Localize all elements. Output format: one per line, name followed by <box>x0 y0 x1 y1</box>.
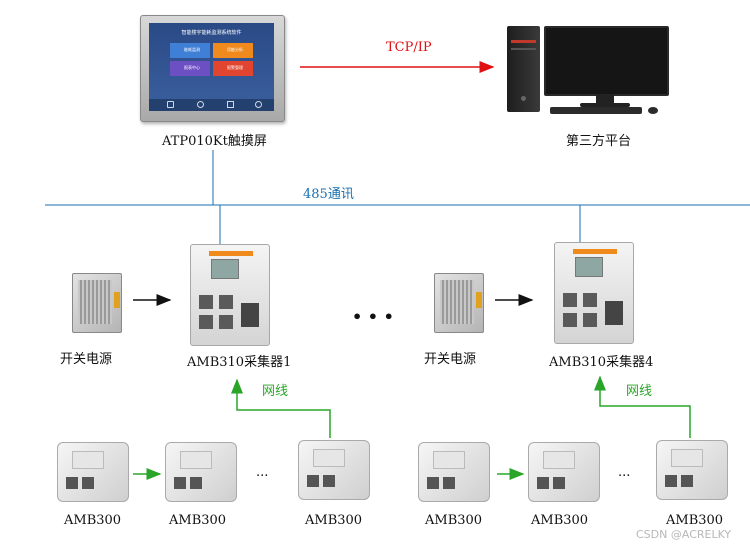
amb300-label: AMB300 <box>531 513 589 528</box>
bus-label: 485通讯 <box>303 187 354 202</box>
amb300-device <box>57 442 129 502</box>
platform-label: 第三方平台 <box>566 134 632 149</box>
touchscreen-bottom-bar <box>149 99 274 111</box>
device-ellipsis-right: ... <box>618 465 631 480</box>
net-line-right <box>594 375 691 438</box>
collector-device-1 <box>190 244 270 346</box>
pc-tower <box>507 26 540 112</box>
tcp-ip-label: TCP/IP <box>386 40 432 55</box>
watermark: CSDN @ACRELKY <box>636 528 732 541</box>
net-line-left <box>231 378 331 438</box>
power-supply-icon-left <box>72 273 122 333</box>
amb300-label: AMB300 <box>169 513 227 528</box>
amb300-label: AMB300 <box>305 513 363 528</box>
amb300-label: AMB300 <box>666 513 724 528</box>
amb300-device <box>656 440 728 500</box>
collector-label-4: AMB310采集器4 <box>549 355 654 370</box>
power-supply-icon-right <box>434 273 484 333</box>
net-label-right: 网线 <box>626 384 653 399</box>
touchscreen-device: 智能楼宇能耗监测系统软件 能耗监测 用能分析 报表中心 报警管理 <box>140 15 285 122</box>
menu-tile-report: 报表中心 <box>170 61 210 76</box>
amb300-label: AMB300 <box>64 513 122 528</box>
touchscreen-display: 智能楼宇能耗监测系统软件 能耗监测 用能分析 报表中心 报警管理 <box>149 23 274 111</box>
touchscreen-label: ATP010Kt触摸屏 <box>162 134 267 149</box>
menu-tile-monitor: 能耗监测 <box>170 43 210 58</box>
amb300-device <box>165 442 237 502</box>
power-supply-label-right: 开关电源 <box>424 352 477 367</box>
touchscreen-title: 智能楼宇能耗监测系统软件 <box>181 30 242 36</box>
amb300-device <box>528 442 600 502</box>
pc-mouse <box>648 107 658 114</box>
pc-monitor-stand <box>596 94 614 104</box>
pc-monitor-base <box>580 103 630 107</box>
center-ellipsis: • • • <box>352 307 394 326</box>
pc-keyboard <box>550 107 642 114</box>
collector-label-1: AMB310采集器1 <box>187 355 292 370</box>
power-supply-label-left: 开关电源 <box>60 352 113 367</box>
menu-tile-alarm: 报警管理 <box>213 61 253 76</box>
amb300-device <box>418 442 490 502</box>
pc-monitor <box>544 26 669 96</box>
amb300-device <box>298 440 370 500</box>
collector-device-4 <box>554 242 634 344</box>
amb300-label: AMB300 <box>425 513 483 528</box>
menu-tile-analysis: 用能分析 <box>213 43 253 58</box>
device-ellipsis-left: ... <box>256 465 269 480</box>
net-label-left: 网线 <box>262 384 289 399</box>
